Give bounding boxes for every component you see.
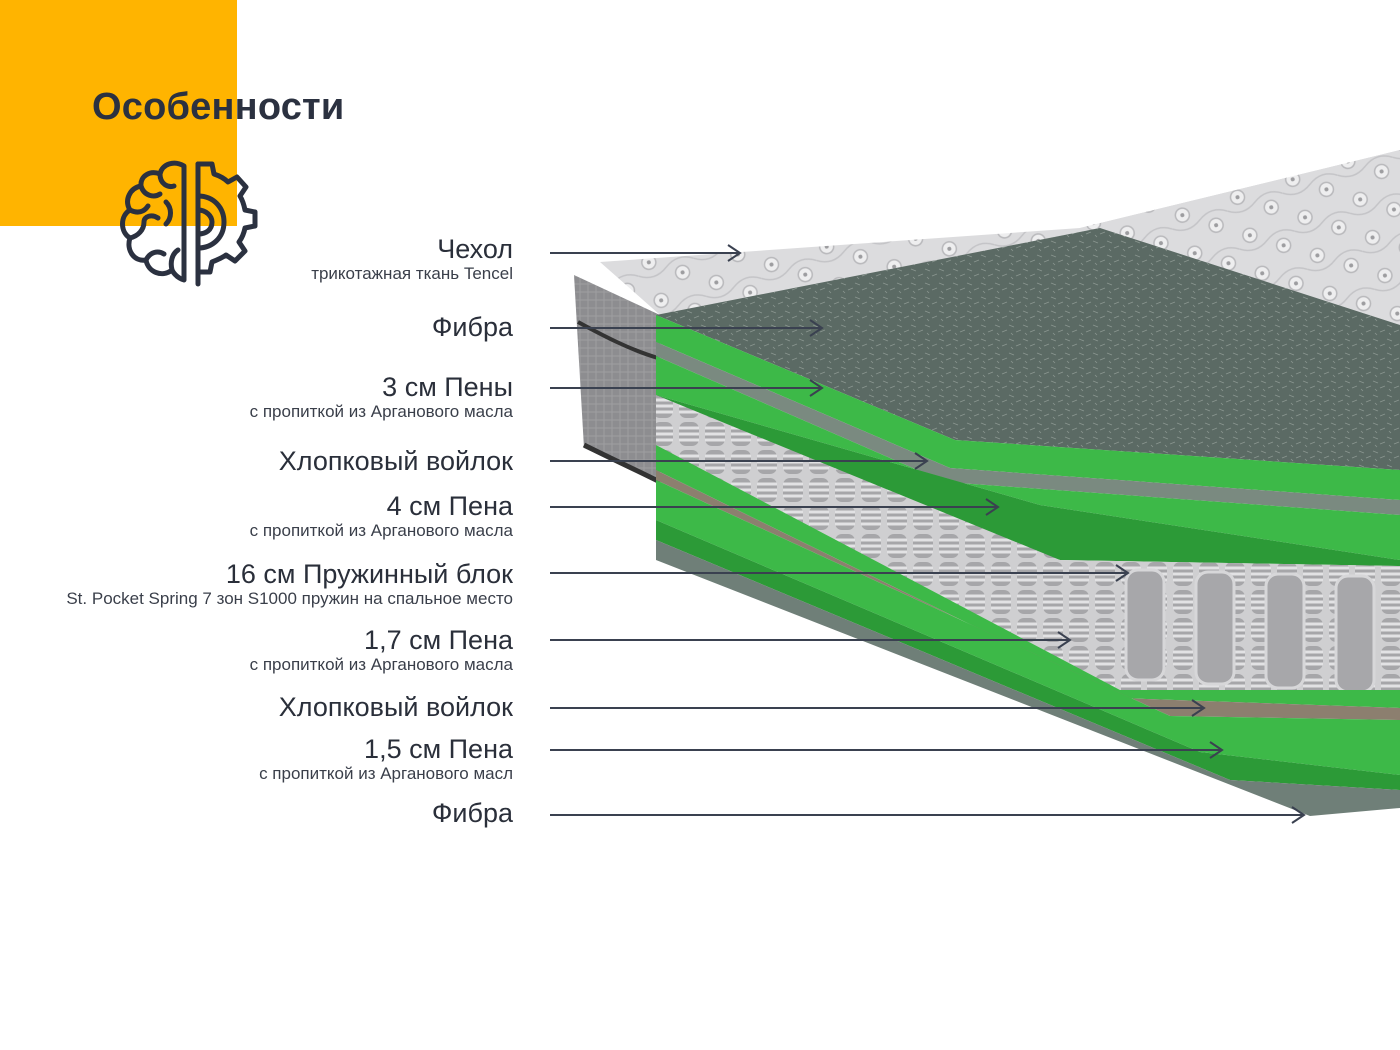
layer-label: 4 см Пена	[386, 491, 513, 521]
layer-sublabel: с пропиткой из Арганового масла	[249, 655, 513, 674]
layer-sublabel: St. Pocket Spring 7 зон S1000 пружин на …	[66, 589, 513, 608]
layer-label: 1,5 см Пена	[364, 734, 513, 764]
label-foam-3: 3 см Пены с пропиткой из Арганового масл…	[250, 372, 513, 422]
label-foam-1-5: 1,5 см Пена с пропиткой из Арганового ма…	[259, 734, 513, 784]
label-foam-4: 4 см Пена с пропиткой из Арганового масл…	[250, 491, 513, 541]
label-cover: Чехол трикотажная ткань Tencel	[311, 234, 513, 284]
layer-sublabel: с пропиткой из Арганового масл	[259, 764, 513, 783]
label-spring-block: 16 см Пружинный блок St. Pocket Spring 7…	[66, 559, 513, 609]
layer-label: 1,7 см Пена	[364, 625, 513, 655]
top-fiber-layer	[656, 228, 1400, 470]
side-panel	[574, 275, 660, 482]
label-felt-top: Хлопковый войлок	[279, 446, 513, 476]
layer-sublabel: с пропиткой из Арганового масла	[249, 521, 513, 540]
layer-label: Фибра	[431, 798, 513, 828]
layer-label: Чехол	[437, 234, 513, 264]
label-fiber-top: Фибра	[432, 312, 513, 342]
label-foam-1-7: 1,7 см Пена с пропиткой из Арганового ма…	[250, 625, 513, 675]
layer-label: 16 см Пружинный блок	[225, 559, 513, 589]
label-felt-bottom: Хлопковый войлок	[279, 692, 513, 722]
brain-gear-icon	[120, 160, 258, 287]
quilted-top	[600, 150, 1400, 325]
layer-label: Фибра	[431, 312, 513, 342]
layer-label: Хлопковый войлок	[278, 446, 513, 476]
label-fiber-bottom: Фибра	[432, 798, 513, 828]
layer-sublabel: трикотажная ткань Tencel	[311, 264, 513, 283]
layer-sublabel: с пропиткой из Арганового масла	[249, 402, 513, 421]
layer-label: 3 см Пены	[382, 372, 513, 402]
page-title: Особенности	[92, 86, 345, 128]
layer-label: Хлопковый войлок	[278, 692, 513, 722]
